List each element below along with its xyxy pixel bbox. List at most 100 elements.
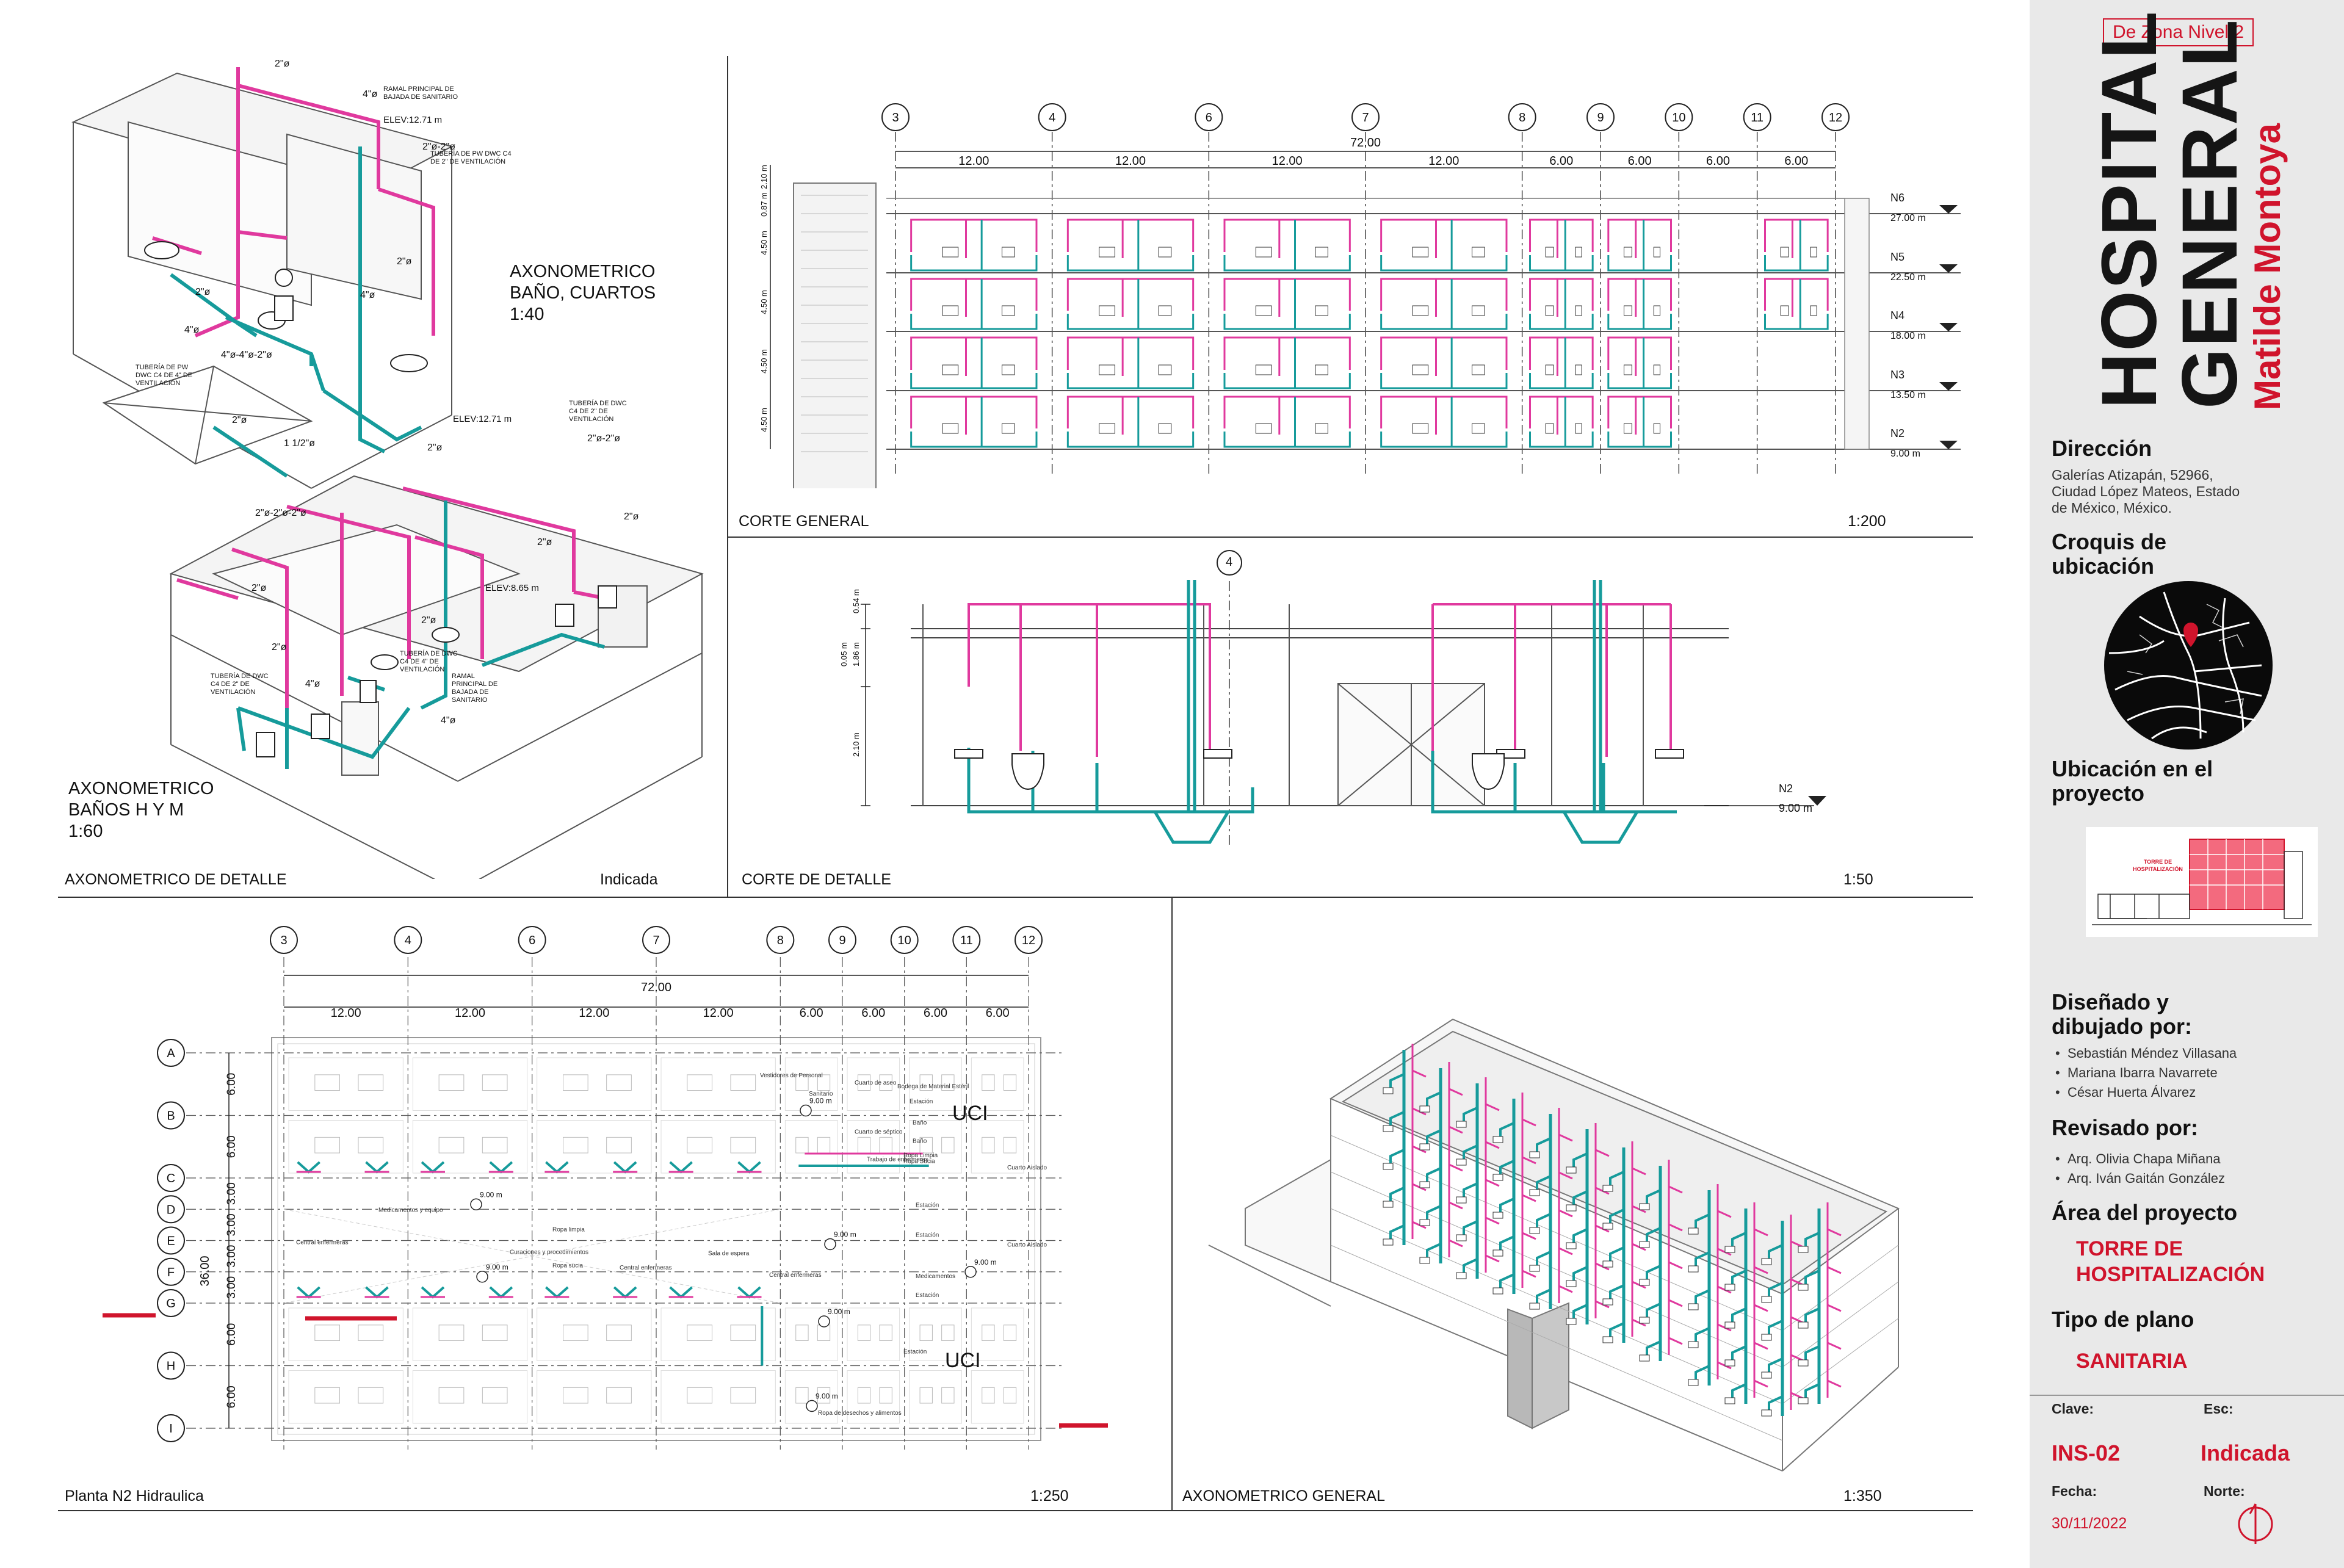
vent-branch xyxy=(1449,1239,1463,1248)
axo-dim: 4"ø-4"ø-2"ø xyxy=(221,350,272,360)
drain-branch xyxy=(1731,1232,1746,1248)
fixture xyxy=(1472,423,1485,434)
fixture xyxy=(1158,305,1172,316)
side-dimension: 4.50 m xyxy=(759,408,769,432)
drain-branch xyxy=(1426,1129,1441,1145)
fixture xyxy=(1575,305,1582,316)
fixture xyxy=(1456,1234,1467,1241)
bed xyxy=(358,1324,384,1341)
fixture xyxy=(1798,1284,1809,1291)
room-label: Cuarto de séptico xyxy=(855,1129,903,1136)
esc-heading: Esc: xyxy=(2204,1401,2234,1417)
fixture xyxy=(1798,1397,1809,1404)
fixture xyxy=(1099,423,1115,434)
location-map xyxy=(2104,581,2273,750)
vent-branch xyxy=(1632,1318,1646,1327)
room-label: Bodega de Material Estéril xyxy=(897,1083,969,1090)
bed xyxy=(438,1136,465,1154)
axo-dim: 2"ø-2"ø xyxy=(422,142,456,152)
area-value: TORRE DE HOSPITALIZACIÓN xyxy=(2076,1237,2265,1286)
drain-branch xyxy=(1695,1327,1710,1343)
room-label: Estación xyxy=(903,1349,927,1356)
fixture xyxy=(1639,1317,1650,1324)
vent-branch xyxy=(1827,1342,1842,1350)
drain-pipe xyxy=(297,1286,320,1299)
vent-branch xyxy=(1668,1299,1683,1307)
row-dimension: 3.00 xyxy=(225,1213,238,1236)
drain-branch xyxy=(1389,1111,1405,1127)
vent-branch xyxy=(1754,1342,1768,1350)
axo-dim: 2"ø xyxy=(421,615,436,626)
span-dimension: 6.00 xyxy=(1628,154,1652,168)
drain-branch xyxy=(1572,1152,1588,1168)
room-outline xyxy=(537,1370,652,1424)
level-elevation: 27.00 m xyxy=(1890,213,1926,223)
vent-branch xyxy=(1485,1103,1500,1111)
drain-branch xyxy=(1804,1345,1820,1361)
panel-title-corte-general: CORTE GENERAL xyxy=(739,513,869,530)
drain-branch xyxy=(1536,1137,1551,1153)
bed xyxy=(941,1324,955,1341)
fixture xyxy=(1255,247,1272,258)
room-outline xyxy=(537,1120,652,1174)
drain-branch xyxy=(1731,1345,1746,1361)
fixture xyxy=(1492,1287,1503,1295)
level-marker xyxy=(1939,323,1958,331)
row-label: F xyxy=(167,1266,175,1279)
drain-pipe xyxy=(1223,373,1351,389)
planta-uci-1: UCI xyxy=(952,1102,988,1125)
bed xyxy=(919,1074,933,1091)
planta-uci-2: UCI xyxy=(945,1349,981,1372)
fixture xyxy=(1761,1409,1772,1417)
drain-pipe xyxy=(613,1161,637,1174)
vent-pipe xyxy=(1223,278,1351,311)
fixture xyxy=(1653,423,1661,434)
fixture xyxy=(1639,1279,1650,1286)
span-dimension: 12.00 xyxy=(703,1006,734,1020)
fixture xyxy=(1492,1174,1503,1181)
room-label: Sala de espera xyxy=(708,1251,750,1257)
fixture xyxy=(1315,305,1328,316)
project-location-thumbnail: TORRE DE HOSPITALIZACIÓN xyxy=(2086,827,2318,937)
axo-dim: 2"ø xyxy=(195,287,211,297)
elevation-label: 9.00 m xyxy=(974,1258,997,1266)
axis-bubble xyxy=(1195,103,1223,131)
fixture xyxy=(1002,423,1015,434)
room-outline xyxy=(412,1370,528,1424)
axis-bubble xyxy=(1508,103,1536,131)
axo-dim: 1 1/2"ø xyxy=(284,438,316,449)
vent-pipe xyxy=(1607,278,1672,311)
room-outline xyxy=(847,1057,900,1111)
vent-branch xyxy=(1595,1262,1610,1271)
axo-general-drawing xyxy=(1208,1018,1900,1472)
room-label: Sanitario xyxy=(809,1091,833,1097)
bed xyxy=(919,1136,933,1154)
fecha-value: 30/11/2022 xyxy=(2052,1515,2127,1532)
north-arrow-icon xyxy=(2238,1503,2273,1544)
drain-branch xyxy=(1389,1224,1405,1240)
bed xyxy=(687,1136,713,1154)
room-outline xyxy=(660,1307,776,1361)
span-dimension: 12.00 xyxy=(331,1006,361,1020)
room-label: Ropa de desechos y alimentos xyxy=(818,1410,902,1417)
fixture xyxy=(1780,247,1789,258)
drain-pipe xyxy=(1764,255,1829,272)
row-bubble xyxy=(157,1414,185,1442)
room-label: Central enfermeras xyxy=(620,1265,672,1271)
panel-scale-corte-detalle: 1:50 xyxy=(1843,871,1873,888)
vent-branch xyxy=(1827,1304,1842,1312)
span-dimension: 12.00 xyxy=(1272,154,1303,168)
fixture xyxy=(1529,1189,1540,1196)
axis-bubble xyxy=(952,926,981,954)
project-title-general: GENERAL xyxy=(2166,18,2254,409)
level-elevation: 18.00 m xyxy=(1890,331,1926,341)
drain-branch xyxy=(1646,1227,1661,1243)
panel-scale-axo-detalle: Indicada xyxy=(600,871,658,888)
side-dimension: 4.50 m xyxy=(759,349,769,374)
fixture xyxy=(1002,247,1015,258)
bed xyxy=(982,1136,995,1154)
fixture xyxy=(1158,364,1172,375)
fecha-heading: Fecha: xyxy=(2052,1483,2097,1499)
fixture xyxy=(1575,247,1582,258)
drain-branch xyxy=(1389,1149,1405,1165)
